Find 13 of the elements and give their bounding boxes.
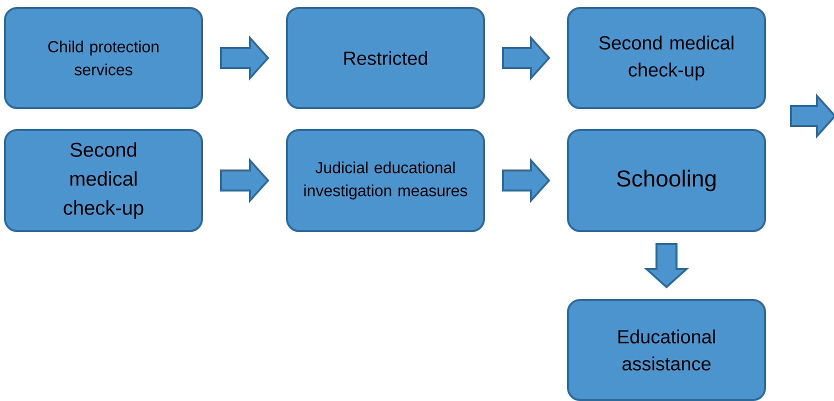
block-arrow bbox=[220, 158, 270, 204]
process-box: Schooling bbox=[567, 129, 766, 232]
process-box: Restricted bbox=[286, 7, 485, 109]
block-arrow bbox=[220, 35, 270, 81]
process-box: Second medical check-up bbox=[567, 7, 766, 109]
block-arrow bbox=[502, 158, 550, 204]
process-box: Child protection services bbox=[4, 7, 203, 109]
process-box: Educational assistance bbox=[567, 299, 766, 401]
block-arrow bbox=[502, 35, 550, 81]
process-box: Judicial educational investigation measures bbox=[286, 129, 485, 232]
process-box: Second medical check-up bbox=[4, 129, 203, 232]
block-arrow bbox=[644, 243, 690, 288]
block-arrow bbox=[790, 93, 834, 139]
